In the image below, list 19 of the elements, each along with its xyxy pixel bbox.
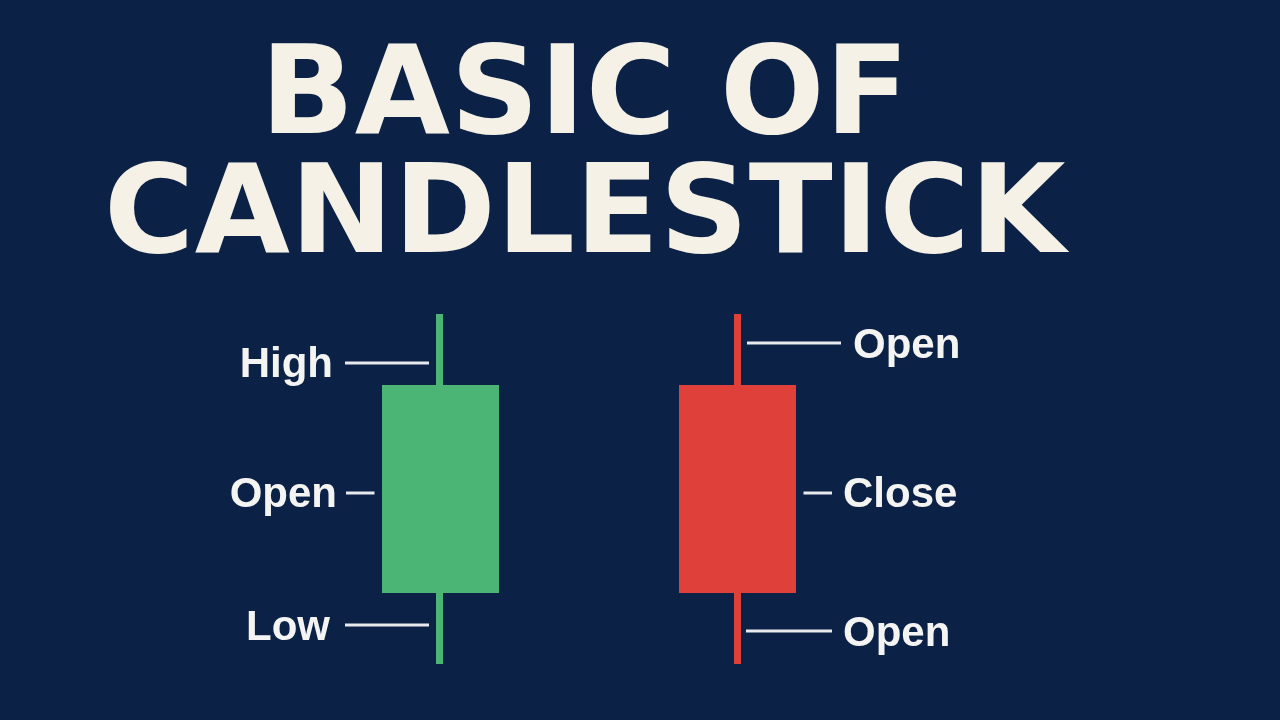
candle-body [381, 385, 499, 593]
leader-line [803, 491, 832, 495]
candle-body [678, 385, 796, 593]
leader-line [345, 623, 429, 627]
price-label: Open [229, 468, 337, 518]
leader-line [747, 341, 841, 345]
price-label: Open [843, 607, 951, 657]
lower-wick [734, 593, 741, 664]
upper-wick [436, 314, 443, 385]
price-label: Close [843, 468, 958, 518]
price-label: Low [246, 601, 330, 651]
lower-wick [436, 593, 443, 664]
price-label: High [239, 338, 333, 388]
leader-line [345, 361, 429, 365]
leader-line [746, 629, 832, 633]
price-label: Open [853, 319, 961, 369]
leader-line [346, 491, 375, 495]
upper-wick [734, 314, 741, 385]
title: BASIC OF CANDLESTICK [102, 31, 1070, 269]
